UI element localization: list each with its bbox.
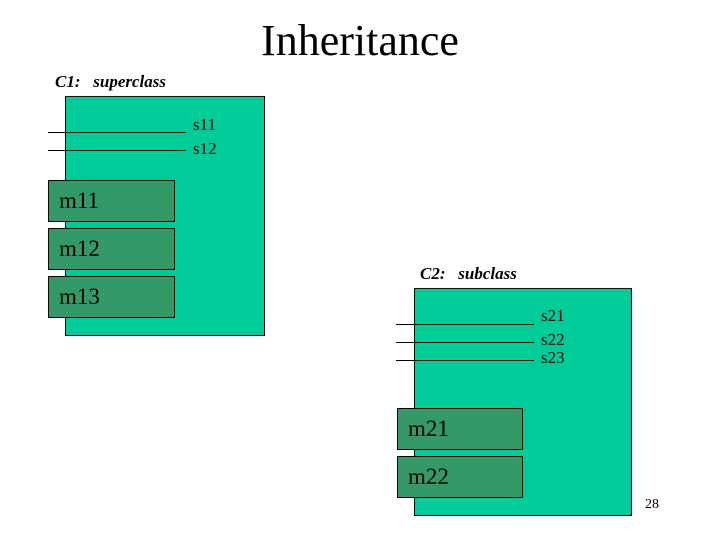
method-m12: m12 xyxy=(48,228,175,270)
state-line-s11 xyxy=(48,132,186,133)
state-line-s12 xyxy=(48,150,186,151)
page-number: 28 xyxy=(645,497,659,512)
method-m13: m13 xyxy=(48,276,175,318)
state-label-s11: s11 xyxy=(193,115,216,134)
method-m22: m22 xyxy=(397,456,523,498)
slide-title: Inheritance xyxy=(261,16,459,65)
subclass-label: C2: subclass xyxy=(420,264,517,283)
state-label-s22: s22 xyxy=(541,330,565,349)
state-line-s22 xyxy=(396,342,534,343)
method-m21: m21 xyxy=(397,408,523,450)
state-label-s12: s12 xyxy=(193,139,217,158)
superclass-label: C1: superclass xyxy=(55,72,166,91)
state-label-s21: s21 xyxy=(541,306,565,325)
state-line-s23 xyxy=(396,360,534,361)
state-label-s23: s23 xyxy=(541,348,565,367)
state-line-s21 xyxy=(396,324,534,325)
method-m11: m11 xyxy=(48,180,175,222)
